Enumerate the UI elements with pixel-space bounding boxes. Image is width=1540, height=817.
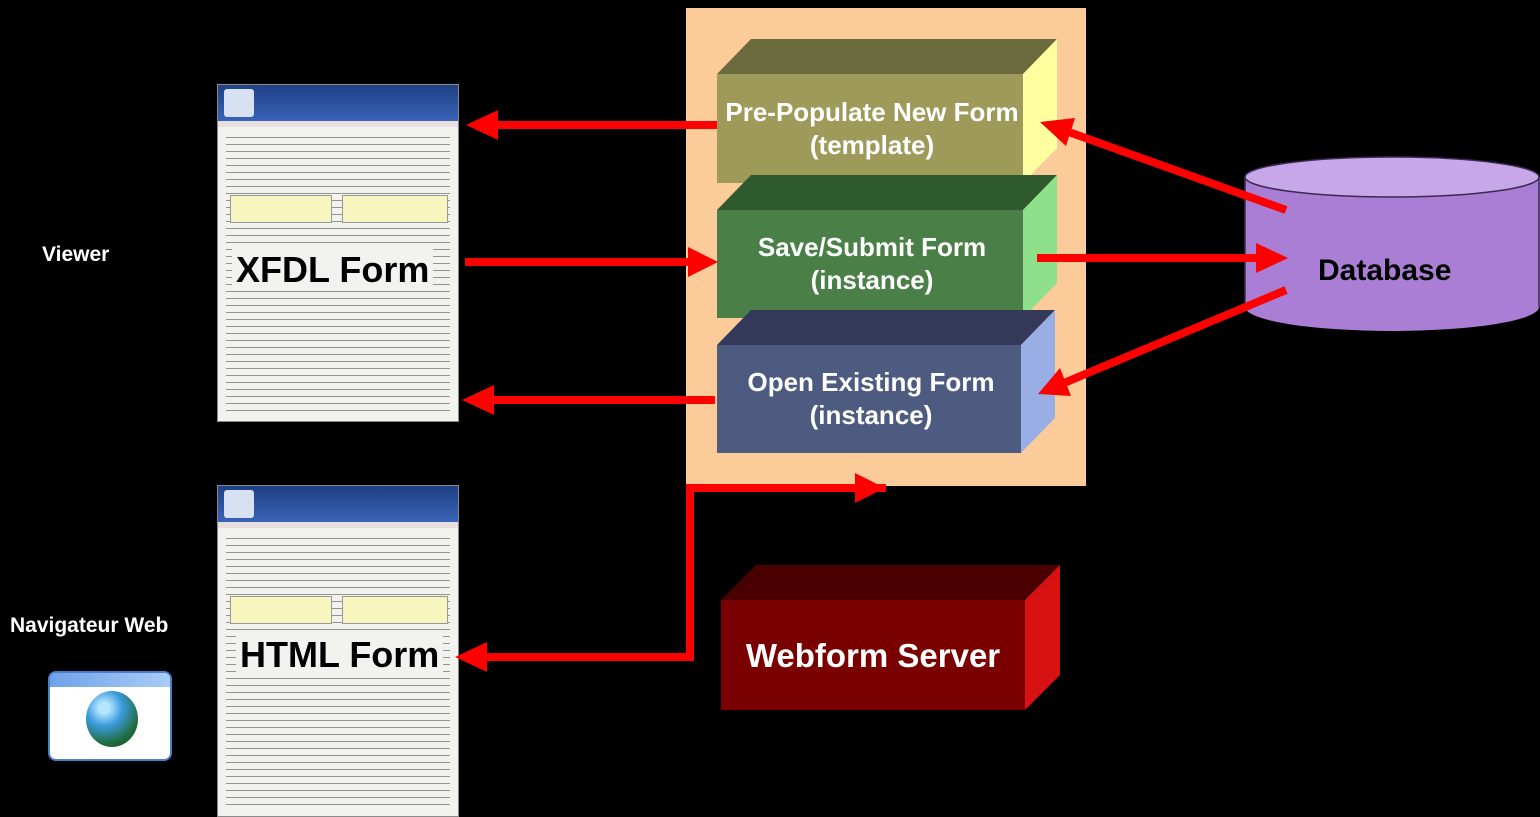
database-label: Database (1318, 254, 1452, 287)
webform-server-box: Webform Server (745, 636, 1001, 674)
save-submit-box: Save/Submit Form (instance) (757, 232, 987, 295)
web-browser-icon (48, 671, 172, 761)
form-logo-icon (224, 490, 254, 518)
viewer-label: Viewer (42, 243, 110, 266)
open-existing-box: Open Existing Form (instance) (747, 367, 995, 430)
form-logo-icon (224, 89, 254, 117)
globe-icon (86, 691, 138, 747)
prepopulate-box: Pre-Populate New Form (template) (725, 96, 1019, 160)
xfdl-form-title: XFDL Form (232, 249, 434, 291)
browser-label: Navigateur Web (10, 614, 169, 637)
html-form-title: HTML Form (236, 634, 444, 676)
